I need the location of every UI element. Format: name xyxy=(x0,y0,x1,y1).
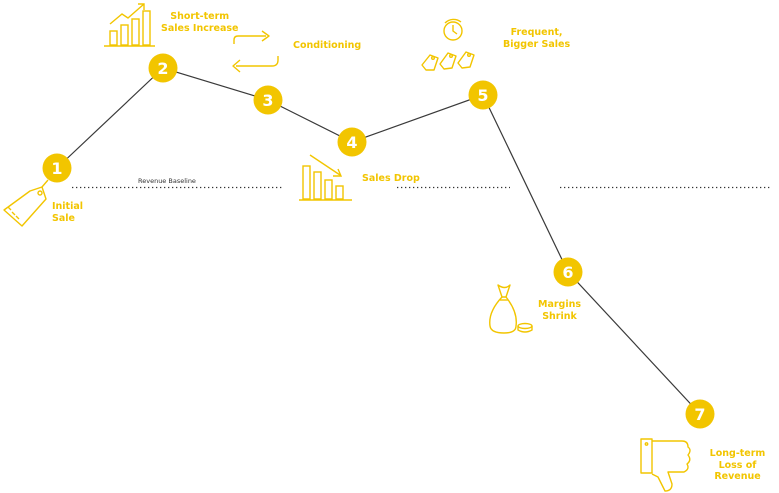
step-label-2: Short-term Sales Increase xyxy=(161,11,239,34)
step-number: 3 xyxy=(262,91,273,110)
trend-path xyxy=(56,67,701,415)
step-number: 5 xyxy=(477,86,488,105)
step-node-6: 6 xyxy=(553,257,583,287)
step-label-4: Sales Drop xyxy=(362,173,420,184)
step-node-4: 4 xyxy=(337,127,367,157)
step-number: 1 xyxy=(51,159,62,178)
step-node-3: 3 xyxy=(253,85,283,115)
step-number: 7 xyxy=(694,405,705,424)
step-label-1: Initial Sale xyxy=(52,201,84,224)
step-label-5: Frequent, Bigger Sales xyxy=(503,27,571,50)
step-node-5: 5 xyxy=(468,80,498,110)
step-label-3: Conditioning xyxy=(293,40,362,51)
cycle-arrows-icon xyxy=(232,30,279,73)
step-node-7: 7 xyxy=(685,399,715,429)
step-number: 6 xyxy=(562,263,573,282)
rising-bar-chart-icon xyxy=(104,3,155,47)
step-node-1: 1 xyxy=(42,153,72,183)
step-node-2: 2 xyxy=(148,53,178,83)
thumbs-down-icon xyxy=(640,438,691,492)
step-number: 4 xyxy=(346,133,357,152)
step-label-6: Margins Shrink xyxy=(538,299,582,322)
money-bag-icon xyxy=(489,284,533,334)
clock-and-tags-icon xyxy=(421,18,475,71)
revenue-baseline-label: Revenue Baseline xyxy=(136,177,198,185)
falling-bar-chart-icon xyxy=(299,154,352,201)
price-tag-icon xyxy=(3,179,49,227)
step-number: 2 xyxy=(157,59,168,78)
step-label-7: Long-term Loss of Revenue xyxy=(709,448,766,482)
